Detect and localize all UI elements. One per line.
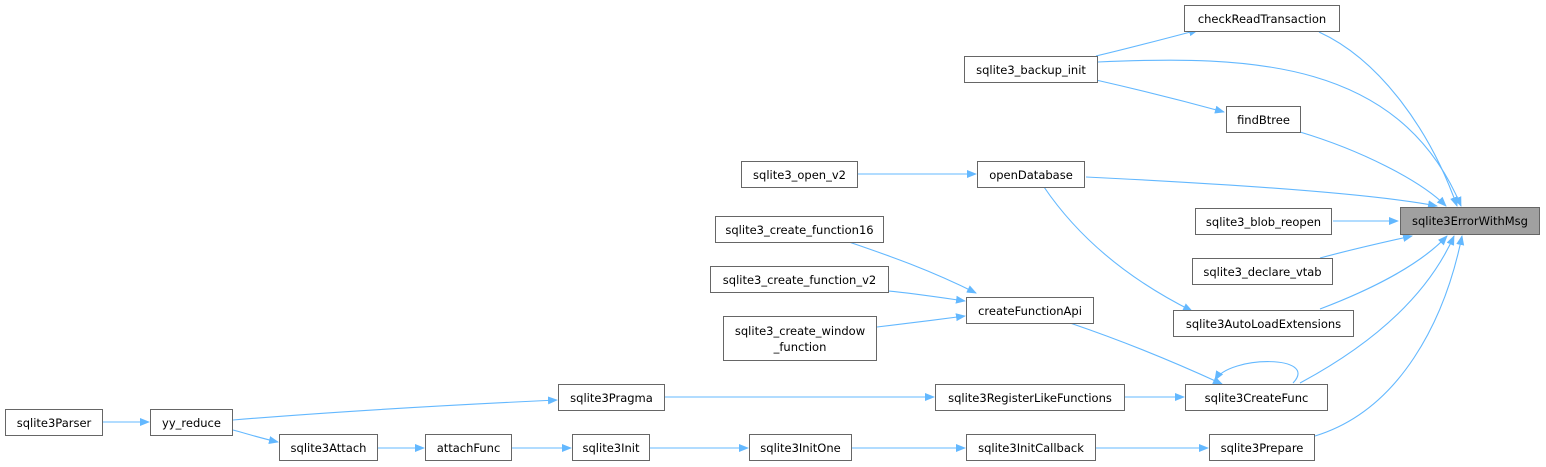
node-checkReadTransaction[interactable]: checkReadTransaction <box>1184 5 1340 32</box>
edge-sqlite3_create_function_v2-to-createFunctionApi <box>887 290 966 304</box>
edge-sqlite3Prepare-to-sqlite3ErrorWithMsg <box>1314 235 1465 437</box>
edge-sqlite3_backup_init-to-sqlite3ErrorWithMsg <box>1097 59 1462 207</box>
node-sqlite3_create_function_v2[interactable]: sqlite3_create_function_v2 <box>710 266 889 293</box>
node-createFunctionApi[interactable]: createFunctionApi <box>966 297 1094 324</box>
node-sqlite3InitCallback[interactable]: sqlite3InitCallback <box>966 434 1096 461</box>
node-sqlite3Attach[interactable]: sqlite3Attach <box>279 434 378 461</box>
node-yy_reduce[interactable]: yy_reduce <box>150 409 233 436</box>
node-sqlite3_open_v2[interactable]: sqlite3_open_v2 <box>741 161 858 188</box>
edge-findBtree-to-sqlite3ErrorWithMsg <box>1299 131 1447 207</box>
node-sqlite3_create_function16[interactable]: sqlite3_create_function16 <box>715 216 884 243</box>
edge-sqlite3AutoLoadExtensions-to-sqlite3ErrorWithMsg <box>1319 235 1448 310</box>
node-sqlite3AutoLoadExtensions[interactable]: sqlite3AutoLoadExtensions <box>1173 310 1354 337</box>
edge-sqlite3_declare_vtab-to-sqlite3ErrorWithMsg <box>1319 234 1413 259</box>
node-attachFunc[interactable]: attachFunc <box>425 434 512 461</box>
node-sqlite3_backup_init[interactable]: sqlite3_backup_init <box>964 56 1098 83</box>
node-sqlite3Parser[interactable]: sqlite3Parser <box>5 409 103 436</box>
edge-checkReadTransaction-to-sqlite3ErrorWithMsg <box>1318 31 1458 207</box>
node-sqlite3_create_window_function[interactable]: sqlite3_create_window _function <box>723 316 877 361</box>
node-sqlite3Pragma[interactable]: sqlite3Pragma <box>558 384 665 411</box>
node-findBtree[interactable]: findBtree <box>1226 106 1301 133</box>
node-sqlite3Prepare[interactable]: sqlite3Prepare <box>1209 434 1315 461</box>
edge-createFunctionApi-to-sqlite3CreateFunc <box>1069 322 1223 385</box>
node-sqlite3InitOne[interactable]: sqlite3InitOne <box>749 434 852 461</box>
edge-sqlite3CreateFunc-self-loop <box>1214 361 1299 384</box>
edge-sqlite3_backup_init-to-checkReadTransaction <box>1095 28 1199 57</box>
edge-openDatabase-to-sqlite3AutoLoadExtensions <box>1043 186 1193 312</box>
node-sqlite3_create_window_function-line1: sqlite3_create_window <box>734 323 866 338</box>
edge-openDatabase-to-sqlite3ErrorWithMsg <box>1085 176 1438 209</box>
node-sqlite3ErrorWithMsg[interactable]: sqlite3ErrorWithMsg <box>1400 207 1540 235</box>
edge-sqlite3_create_function16-to-createFunctionApi <box>848 241 977 294</box>
node-sqlite3RegisterLikeFunctions[interactable]: sqlite3RegisterLikeFunctions <box>935 384 1125 411</box>
edge-yy_reduce-to-sqlite3Attach <box>232 429 279 444</box>
node-sqlite3_create_window_function-line2: _function <box>773 339 827 354</box>
node-openDatabase[interactable]: openDatabase <box>977 161 1085 188</box>
edge-yy_reduce-to-sqlite3Pragma <box>232 396 558 421</box>
node-sqlite3CreateFunc[interactable]: sqlite3CreateFunc <box>1185 384 1328 411</box>
node-sqlite3_blob_reopen[interactable]: sqlite3_blob_reopen <box>1195 208 1332 235</box>
edge-sqlite3_create_window_function-to-createFunctionApi <box>876 313 966 328</box>
node-sqlite3_declare_vtab[interactable]: sqlite3_declare_vtab <box>1192 258 1333 285</box>
edge-sqlite3CreateFunc-to-sqlite3ErrorWithMsg <box>1299 235 1455 384</box>
edge-sqlite3_backup_init-to-findBtree <box>1095 79 1225 114</box>
node-sqlite3Init[interactable]: sqlite3Init <box>572 434 650 461</box>
